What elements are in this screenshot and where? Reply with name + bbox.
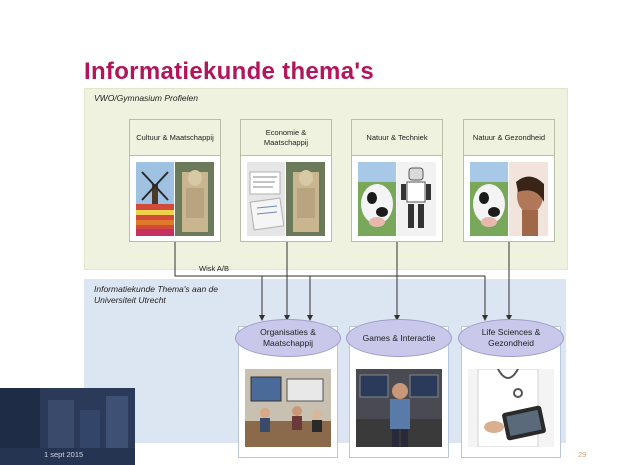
profile-label: Natuur & Techniek bbox=[352, 120, 442, 156]
doctor-tablet-photo bbox=[468, 369, 554, 447]
profile-label: Natuur & Gezondheid bbox=[464, 120, 554, 156]
theme-card-games: Games & Interactie bbox=[346, 319, 452, 458]
windmill-tulips-and-statue-photo bbox=[136, 162, 214, 236]
slide-number: 29 bbox=[578, 450, 587, 459]
cow-and-woman-photo bbox=[470, 162, 548, 236]
slide-title: Informatiekunde thema's bbox=[84, 58, 375, 85]
meeting-room-photo bbox=[245, 369, 331, 447]
documents-and-statue-photo bbox=[247, 162, 325, 236]
profiles-panel-label: VWO/Gymnasium Profielen bbox=[94, 93, 198, 103]
profile-card-natuur-techniek: Natuur & Techniek bbox=[351, 119, 443, 242]
theme-card-organisaties: Organisaties & Maatschappij bbox=[235, 319, 341, 458]
profile-label: Cultuur & Maatschappij bbox=[130, 120, 220, 156]
profile-card-cultuur: Cultuur & Maatschappij bbox=[129, 119, 221, 242]
connector-label: Wisk A/B bbox=[199, 264, 230, 273]
profile-card-economie: Economie & Maatschappij bbox=[240, 119, 332, 242]
footer-background-photo bbox=[0, 388, 135, 465]
profile-label: Economie & Maatschappij bbox=[241, 120, 331, 156]
profile-card-natuur-gezondheid: Natuur & Gezondheid bbox=[463, 119, 555, 242]
theme-label: Life Sciences & Gezondheid bbox=[458, 319, 564, 357]
slide-date: 1 sept 2015 bbox=[44, 450, 84, 459]
theme-label: Games & Interactie bbox=[346, 319, 452, 357]
cow-and-robot-photo bbox=[358, 162, 436, 236]
theme-card-life-sciences: Life Sciences & Gezondheid bbox=[458, 319, 564, 458]
theme-label: Organisaties & Maatschappij bbox=[235, 319, 341, 357]
gaming-setup-photo bbox=[356, 369, 442, 447]
themes-panel-label: Informatiekunde Thema's aan de Universit… bbox=[94, 284, 219, 305]
slide-margin bbox=[0, 0, 33, 465]
